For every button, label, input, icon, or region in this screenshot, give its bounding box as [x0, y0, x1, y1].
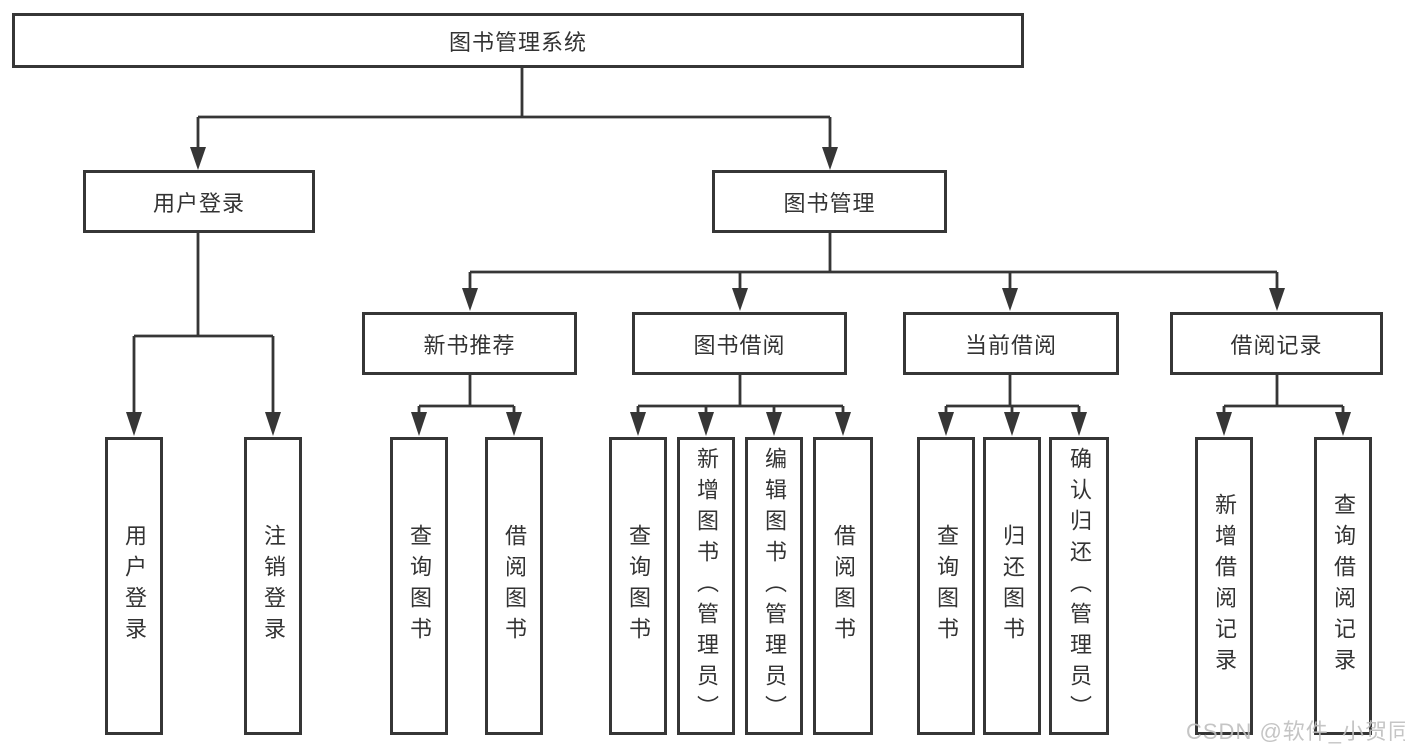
leaf-confirm-return-admin-label: 确认归还（管理员） — [1067, 446, 1092, 726]
leaf-user-login-label: 用户登录 — [122, 524, 147, 648]
leaf-query-books-recommend: 查询图书 — [390, 437, 448, 735]
node-root-label: 图书管理系统 — [448, 29, 587, 55]
node-book-borrowing: 图书借阅 — [632, 312, 847, 375]
leaf-return-book-label: 归还图书 — [1000, 524, 1025, 648]
leaf-edit-book-admin-label: 编辑图书（管理员） — [762, 446, 787, 726]
leaf-edit-book-admin: 编辑图书（管理员） — [745, 437, 803, 735]
node-root-library-system: 图书管理系统 — [12, 13, 1024, 68]
node-new-book-recommend: 新书推荐 — [362, 312, 577, 375]
node-current-borrowing-label: 当前借阅 — [964, 332, 1057, 358]
leaf-user-login: 用户登录 — [105, 437, 163, 735]
leaf-logout-label: 注销登录 — [261, 524, 286, 648]
node-user-login: 用户登录 — [83, 170, 315, 233]
node-book-borrowing-label: 图书借阅 — [693, 332, 786, 358]
leaf-borrow-books-recommend: 借阅图书 — [485, 437, 543, 735]
node-current-borrowing: 当前借阅 — [903, 312, 1119, 375]
leaf-add-borrow-record-label: 新增借阅记录 — [1212, 493, 1237, 679]
leaf-borrow-books-borrowing-label: 借阅图书 — [831, 524, 856, 648]
node-borrowing-records-label: 借阅记录 — [1230, 332, 1323, 358]
leaf-borrow-books-recommend-label: 借阅图书 — [502, 524, 527, 648]
node-new-book-recommend-label: 新书推荐 — [423, 332, 516, 358]
leaf-query-books-borrowing: 查询图书 — [609, 437, 667, 735]
node-book-management-label: 图书管理 — [783, 190, 876, 216]
leaf-query-borrow-record-label: 查询借阅记录 — [1331, 493, 1356, 679]
leaf-query-books-borrowing-label: 查询图书 — [626, 524, 651, 648]
leaf-query-books-current: 查询图书 — [917, 437, 975, 735]
node-book-management: 图书管理 — [712, 170, 947, 233]
leaf-return-book: 归还图书 — [983, 437, 1041, 735]
watermark: CSDN @软件_小贺同学 — [1186, 719, 1405, 744]
leaf-add-borrow-record: 新增借阅记录 — [1195, 437, 1253, 735]
node-borrowing-records: 借阅记录 — [1170, 312, 1383, 375]
leaf-query-borrow-record: 查询借阅记录 — [1314, 437, 1372, 735]
leaf-logout: 注销登录 — [244, 437, 302, 735]
leaf-borrow-books-borrowing: 借阅图书 — [813, 437, 873, 735]
leaf-query-books-current-label: 查询图书 — [934, 524, 959, 648]
node-user-login-label: 用户登录 — [152, 190, 245, 216]
leaf-confirm-return-admin: 确认归还（管理员） — [1049, 437, 1109, 735]
leaf-query-books-recommend-label: 查询图书 — [407, 524, 432, 648]
leaf-add-book-admin: 新增图书（管理员） — [677, 437, 735, 735]
leaf-add-book-admin-label: 新增图书（管理员） — [694, 446, 719, 726]
